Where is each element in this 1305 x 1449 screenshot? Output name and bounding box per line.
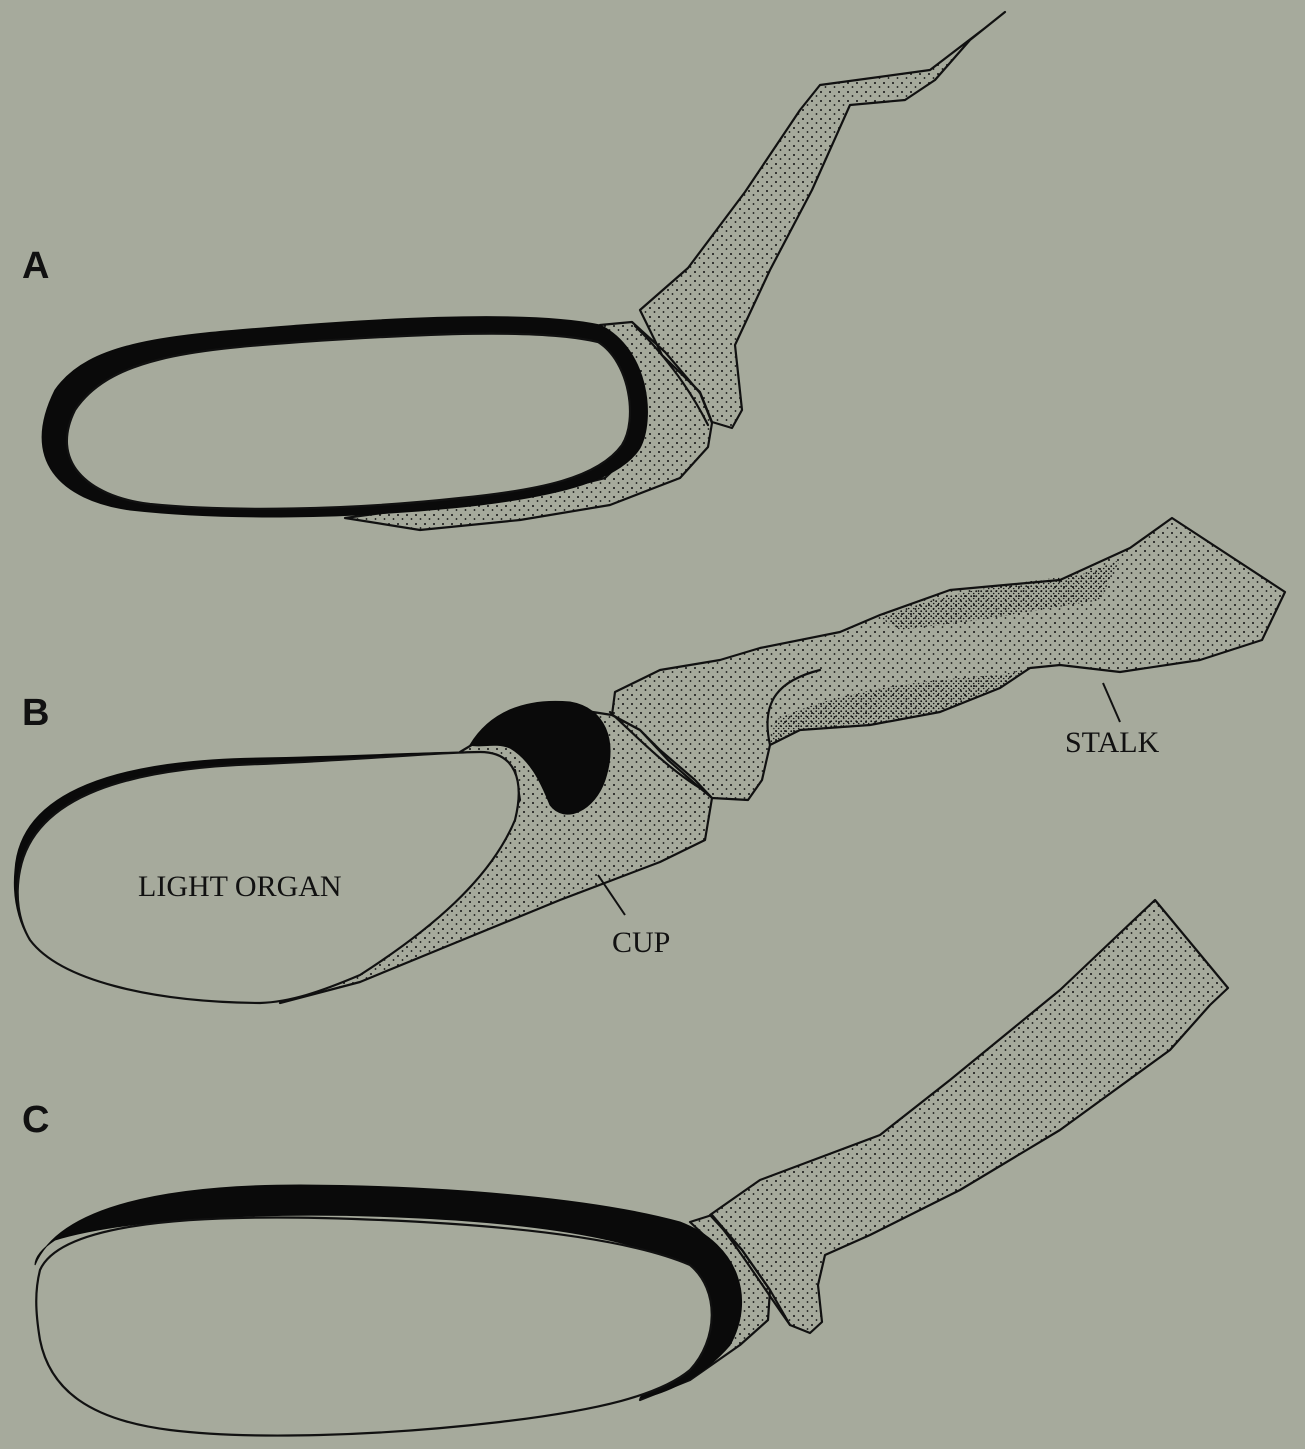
cup-label: CUP <box>612 926 670 959</box>
panel-a-stalk <box>640 12 1005 428</box>
light-organ-label: LIGHT ORGAN <box>138 870 342 903</box>
panel-c-letter: C <box>22 1099 49 1141</box>
panel-c-light-organ <box>36 1218 712 1436</box>
panel-a-letter: A <box>22 245 49 287</box>
stalk-label: STALK <box>1065 726 1160 759</box>
panel-c-stalk <box>710 900 1228 1333</box>
panel-a: A <box>22 12 1005 530</box>
panel-b-letter: B <box>22 692 49 734</box>
stalk-leader <box>1103 683 1120 722</box>
panel-b-stalk <box>612 518 1285 800</box>
panel-b: B LIGHT ORGAN CUP STALK <box>14 518 1285 1003</box>
